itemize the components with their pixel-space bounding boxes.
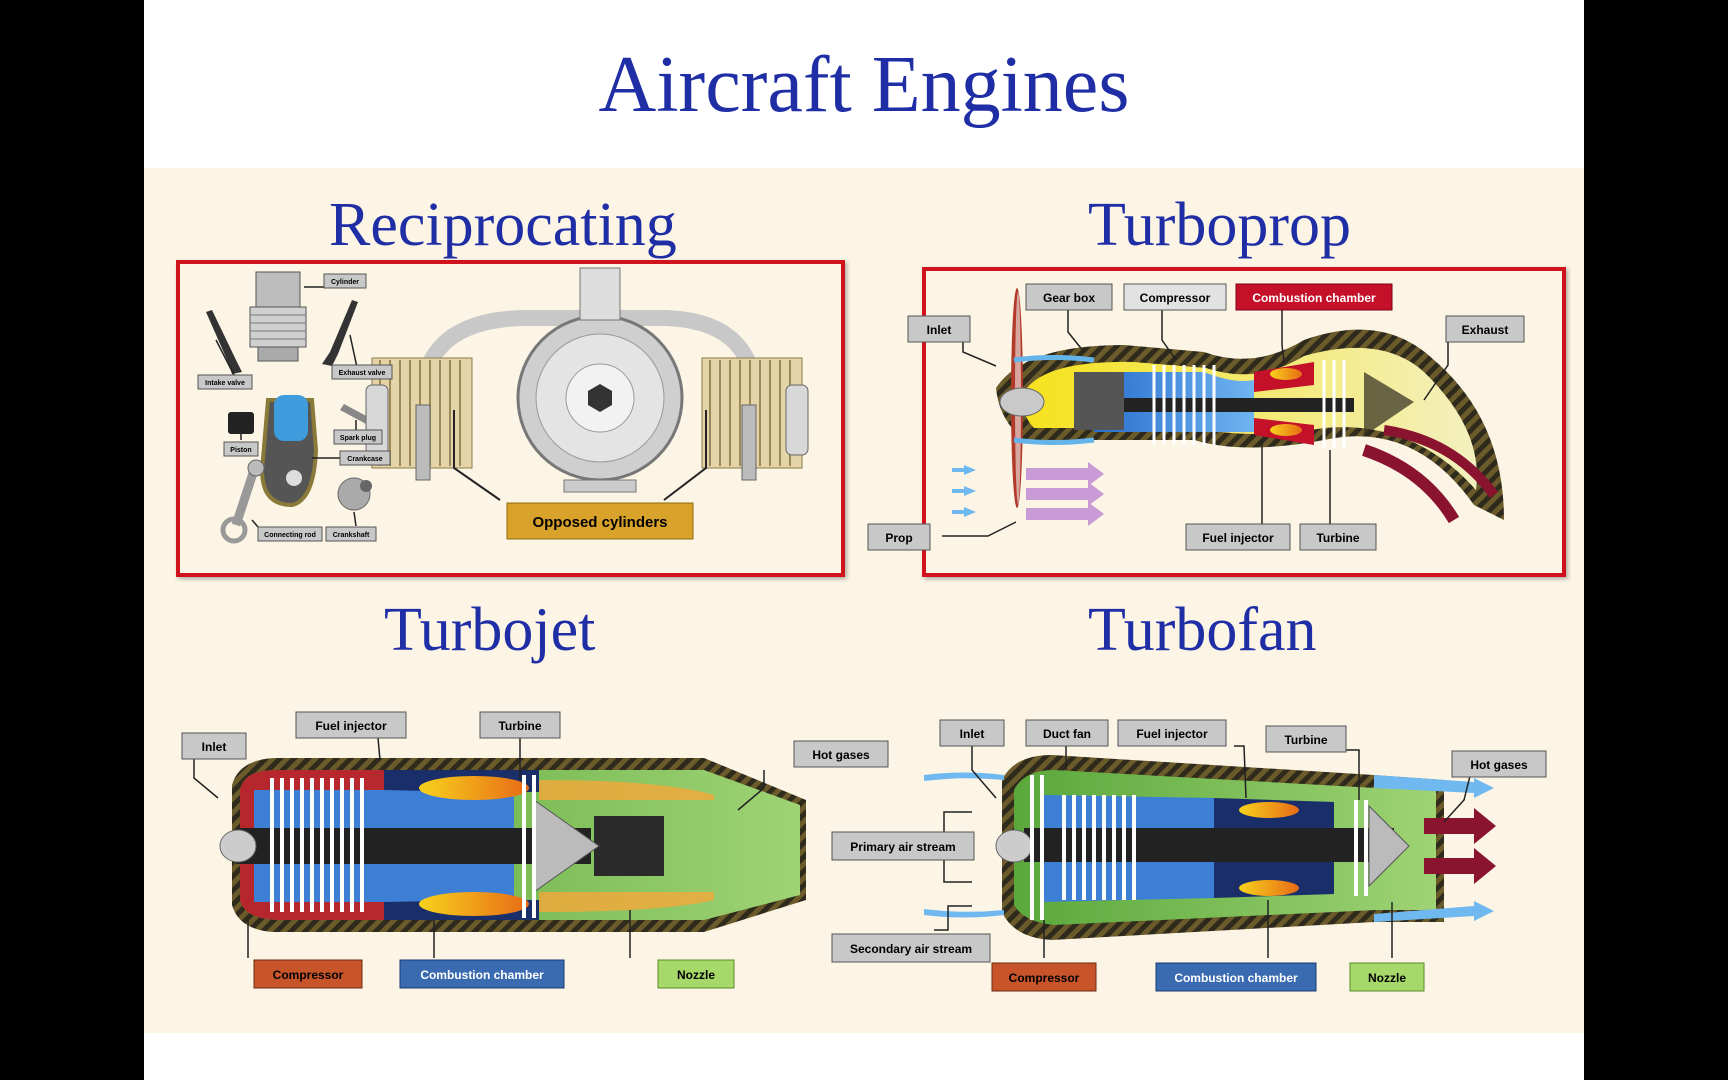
svg-text:Secondary air stream: Secondary air stream (850, 942, 972, 956)
svg-text:Inlet: Inlet (202, 740, 227, 754)
heading-turbofan: Turbofan (1088, 596, 1317, 664)
label-tj-nozzle: Nozzle (657, 959, 735, 989)
label-crankshaft: Crankshaft (325, 526, 377, 542)
crankshaft-part (337, 477, 372, 511)
label-tf-hot-gases: Hot gases (1451, 750, 1547, 778)
label-tf-secondary-air-stream: Secondary air stream (831, 933, 991, 963)
svg-text:Inlet: Inlet (960, 727, 985, 741)
label-tp-inlet: Inlet (907, 315, 971, 343)
label-connecting-rod: Connecting rod (257, 526, 323, 542)
svg-text:Crankcase: Crankcase (347, 456, 383, 463)
connecting-rod-part (231, 468, 259, 527)
exhaust-valve-part (322, 300, 358, 366)
svg-text:Intake valve: Intake valve (205, 380, 245, 387)
heading-turbojet: Turbojet (384, 596, 596, 664)
svg-text:Cylinder: Cylinder (331, 279, 359, 286)
label-tf-combustion-chamber: Combustion chamber (1155, 962, 1317, 992)
label-tp-combustion-chamber: Combustion chamber (1235, 283, 1393, 311)
turbojet-diagram (193, 737, 806, 958)
piston-part (228, 412, 254, 434)
svg-text:Fuel injector: Fuel injector (1202, 531, 1274, 545)
label-tj-compressor: Compressor (253, 959, 363, 989)
svg-text:Nozzle: Nozzle (677, 968, 715, 982)
heading-reciprocating: Reciprocating (329, 191, 677, 259)
opposed-cylinder-engine (365, 267, 809, 501)
svg-text:Nozzle: Nozzle (1368, 971, 1406, 985)
label-tf-nozzle: Nozzle (1349, 962, 1425, 992)
svg-text:Spark plug: Spark plug (340, 435, 376, 442)
svg-text:Hot gases: Hot gases (812, 748, 870, 762)
label-tp-exhaust: Exhaust (1445, 315, 1525, 343)
label-tf-compressor: Compressor (991, 962, 1097, 992)
svg-text:Duct fan: Duct fan (1043, 727, 1091, 741)
intake-valve-part (206, 310, 242, 374)
engine-diagrams: Cylinder Intake valve Exhaust valve Pist… (181, 267, 1547, 992)
label-tj-fuel-injector: Fuel injector (295, 711, 407, 739)
svg-text:Exhaust: Exhaust (1462, 323, 1509, 337)
svg-text:Opposed cylinders: Opposed cylinders (532, 514, 667, 531)
label-tj-combustion-chamber: Combustion chamber (399, 959, 565, 989)
spark-plug-part (340, 404, 370, 424)
cylinder-part (249, 271, 307, 362)
label-exhaust-valve: Exhaust valve (331, 364, 393, 380)
label-tf-primary-air-stream: Primary air stream (831, 831, 975, 861)
svg-text:Exhaust valve: Exhaust valve (339, 370, 386, 377)
turboprop-diagram (942, 288, 1504, 537)
label-tp-turbine: Turbine (1299, 523, 1377, 551)
svg-text:Crankshaft: Crankshaft (333, 532, 370, 539)
label-cylinder: Cylinder (323, 273, 367, 289)
svg-text:Connecting rod: Connecting rod (264, 532, 316, 539)
svg-text:Turbine: Turbine (1284, 733, 1327, 747)
svg-text:Fuel injector: Fuel injector (315, 719, 387, 733)
svg-text:Compressor: Compressor (273, 968, 344, 982)
label-tj-hot-gases: Hot gases (793, 740, 889, 768)
svg-text:Turbine: Turbine (498, 719, 541, 733)
label-tp-fuel-injector: Fuel injector (1185, 523, 1291, 551)
crankcase-part (259, 395, 319, 508)
label-spark-plug: Spark plug (333, 429, 383, 445)
turbofan-diagram (900, 745, 1496, 958)
label-opposed-cylinders: Opposed cylinders (506, 502, 694, 540)
label-intake-valve: Intake valve (197, 374, 253, 390)
label-piston: Piston (223, 441, 259, 457)
svg-text:Primary air stream: Primary air stream (850, 840, 955, 854)
label-tj-turbine: Turbine (479, 711, 561, 739)
turboprop-frame (922, 267, 1566, 577)
heading-turboprop: Turboprop (1088, 191, 1351, 259)
svg-text:Turbine: Turbine (1316, 531, 1359, 545)
label-tp-compressor: Compressor (1123, 283, 1227, 311)
reciprocating-diagram (206, 267, 809, 544)
svg-text:Combustion chamber: Combustion chamber (420, 968, 544, 982)
label-tp-gear-box: Gear box (1025, 283, 1113, 311)
page-title: Aircraft Engines (598, 41, 1130, 129)
reciprocating-frame (176, 260, 845, 577)
label-tf-inlet: Inlet (939, 719, 1005, 747)
svg-text:Inlet: Inlet (927, 323, 952, 337)
label-tp-prop: Prop (867, 523, 931, 551)
label-crankcase: Crankcase (339, 450, 391, 466)
svg-text:Prop: Prop (885, 531, 912, 545)
svg-text:Combustion chamber: Combustion chamber (1174, 971, 1298, 985)
svg-text:Piston: Piston (230, 447, 251, 454)
svg-text:Hot gases: Hot gases (1470, 758, 1528, 772)
label-tf-duct-fan: Duct fan (1025, 719, 1109, 747)
svg-text:Fuel injector: Fuel injector (1136, 727, 1208, 741)
svg-text:Combustion chamber: Combustion chamber (1252, 291, 1376, 305)
svg-text:Gear box: Gear box (1043, 291, 1095, 305)
slide: Aircraft Engines Reciprocating Turboprop… (144, 0, 1584, 1080)
label-tj-inlet: Inlet (181, 732, 247, 760)
label-tf-turbine: Turbine (1265, 725, 1347, 753)
svg-text:Compressor: Compressor (1140, 291, 1211, 305)
svg-text:Compressor: Compressor (1009, 971, 1080, 985)
label-tf-fuel-injector: Fuel injector (1117, 719, 1227, 747)
